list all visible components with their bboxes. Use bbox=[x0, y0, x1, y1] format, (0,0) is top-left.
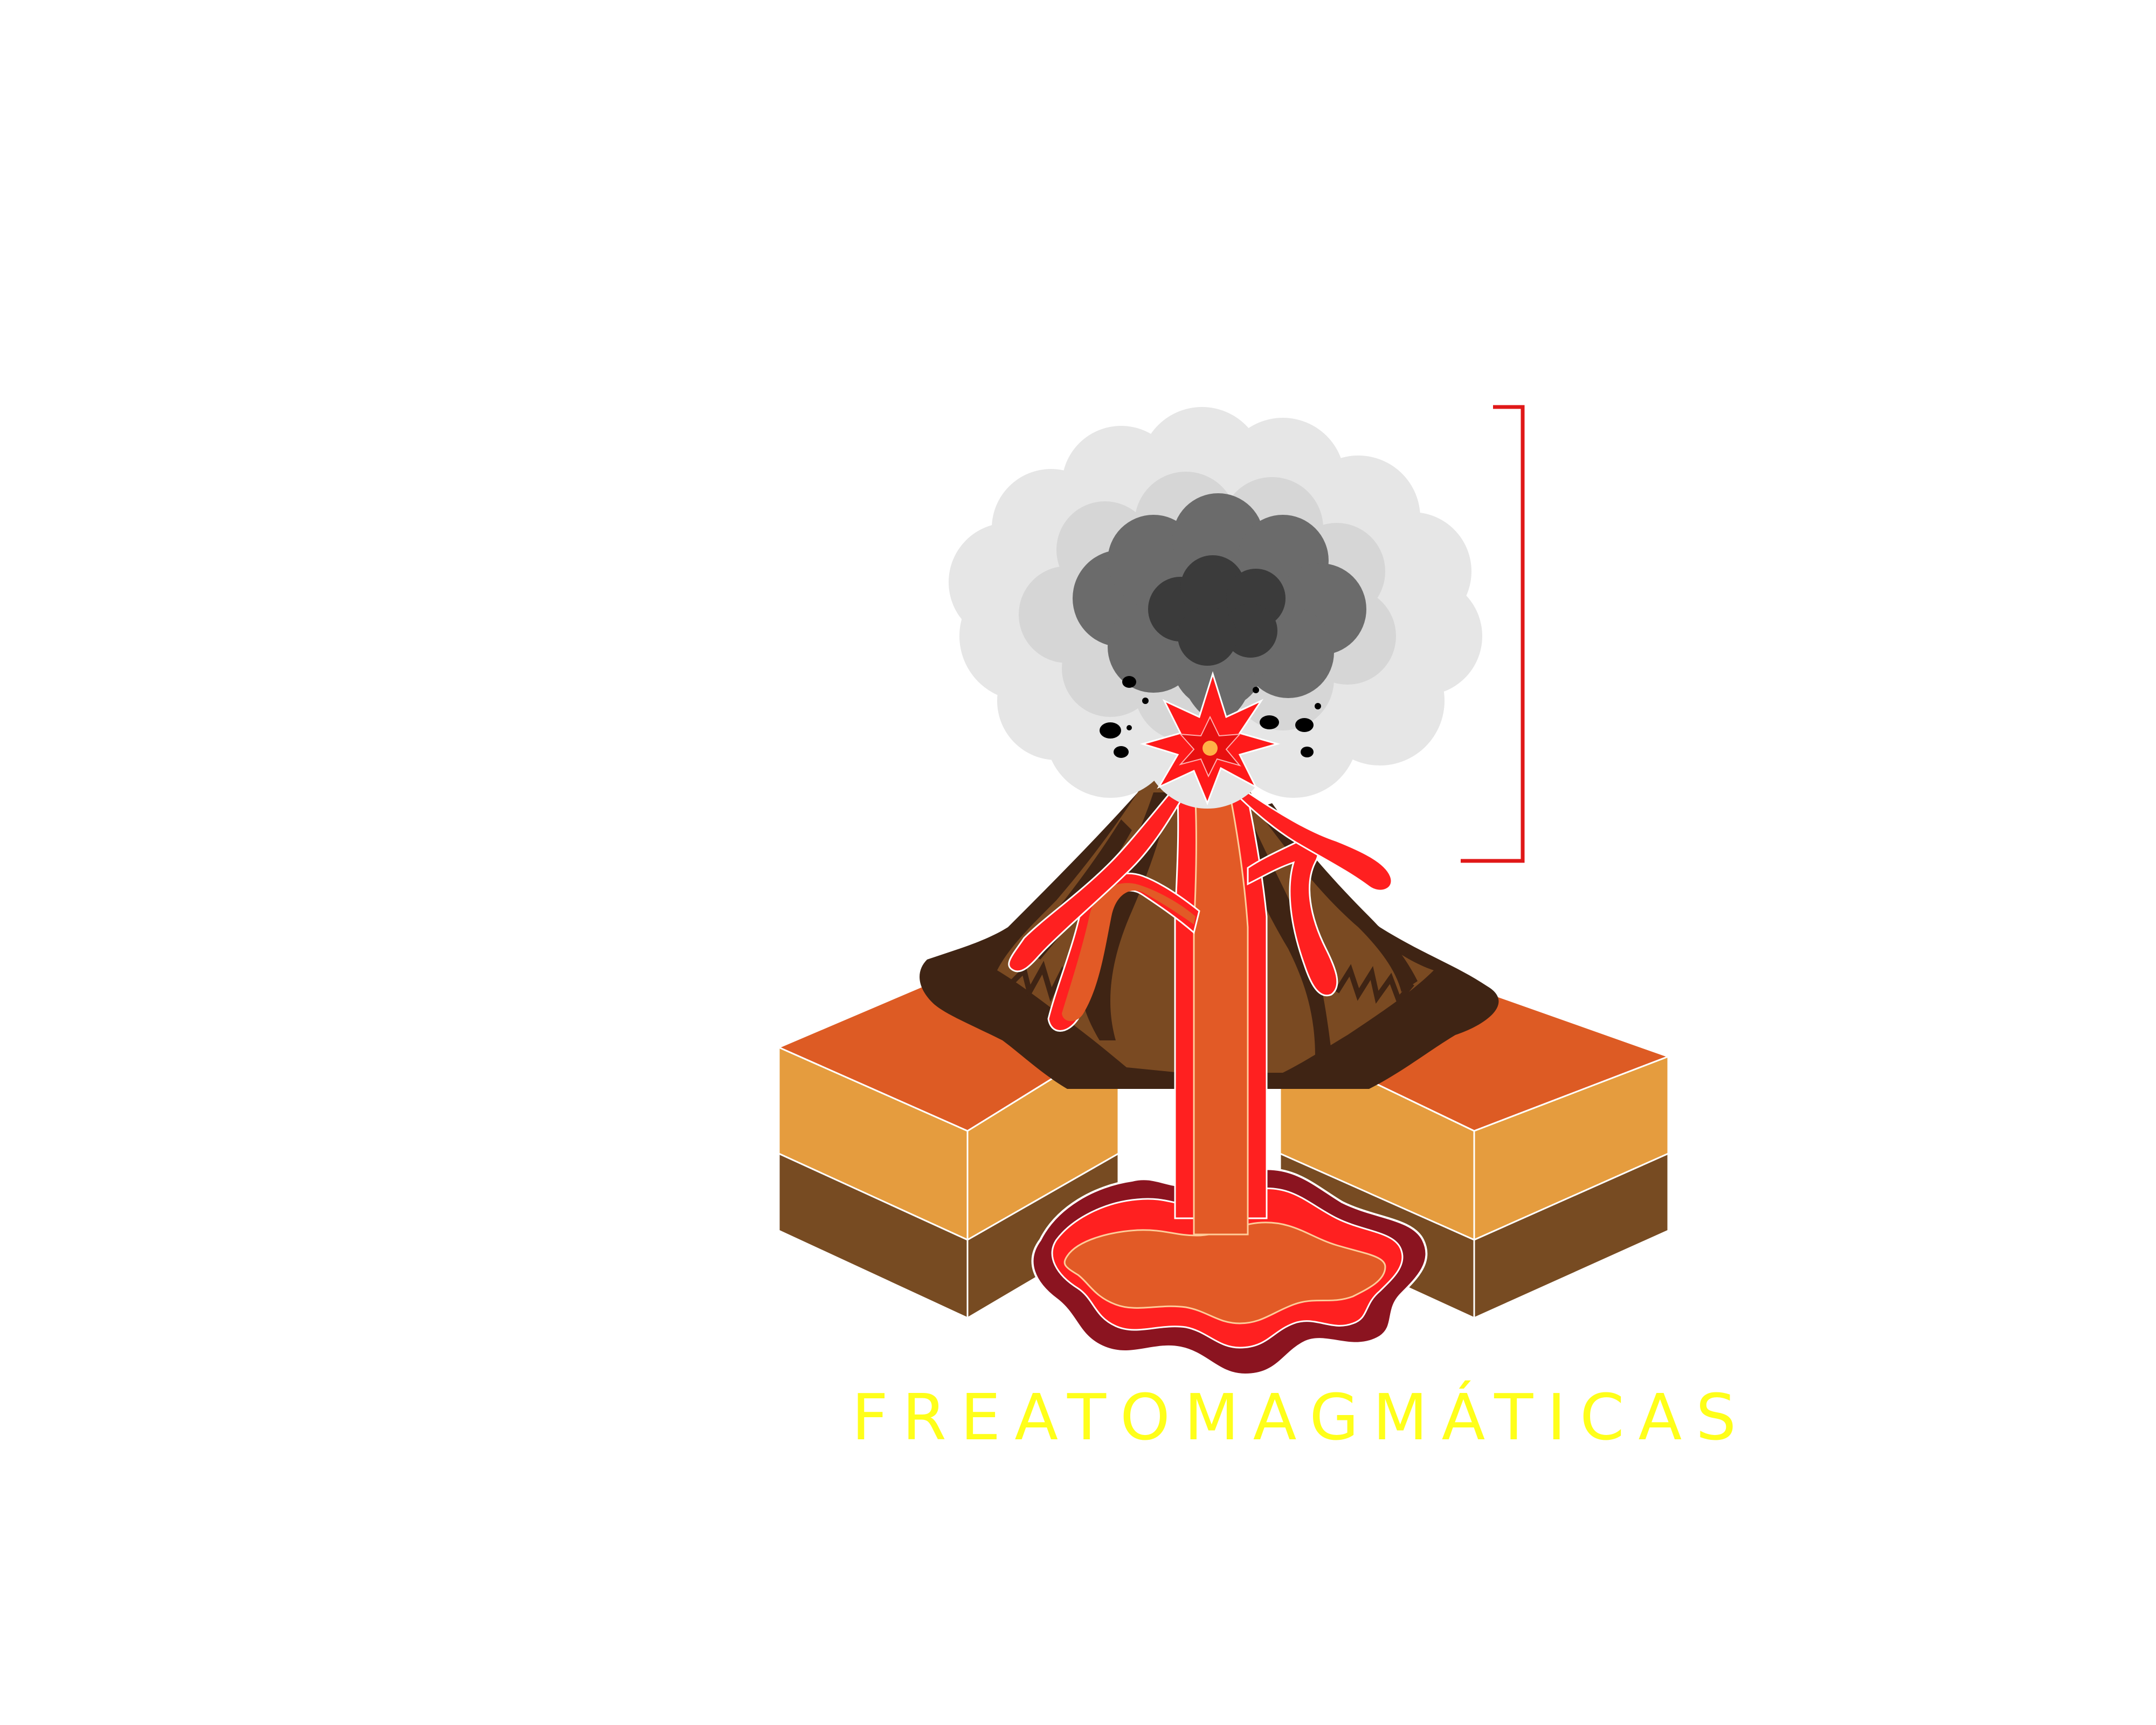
volcanic-bomb bbox=[1122, 676, 1136, 688]
lava-branches bbox=[1008, 786, 1393, 1032]
cone-ridge-1 bbox=[1079, 792, 1170, 1040]
magma-conduit bbox=[1174, 759, 1268, 1236]
volcanic-bomb bbox=[1100, 722, 1121, 739]
volcanic-bomb bbox=[1301, 747, 1314, 757]
lava-flow-far-left bbox=[1008, 786, 1187, 972]
ash-cloud-dark bbox=[1148, 555, 1286, 666]
volcanic-bomb bbox=[1260, 715, 1279, 729]
lava-branch-left-core bbox=[1062, 883, 1196, 1022]
volcanic-bomb bbox=[1142, 698, 1149, 704]
explosion-burst bbox=[1139, 671, 1281, 806]
diagram-caption: FREATOMAGMÁTICAS bbox=[852, 1380, 1751, 1454]
volcanic-bomb bbox=[1315, 703, 1321, 709]
volcanic-bomb bbox=[1295, 718, 1314, 732]
lava-flow-right bbox=[1233, 786, 1393, 892]
volcanic-bomb bbox=[1127, 725, 1132, 730]
conduit-core bbox=[1193, 775, 1249, 1236]
magma-chamber-core bbox=[1063, 1222, 1386, 1324]
explosion-core bbox=[1203, 741, 1218, 756]
volcanic-bomb bbox=[1253, 687, 1259, 693]
ground-layer-bottom-right bbox=[1473, 1152, 1669, 1320]
volcanic-bombs bbox=[1100, 676, 1321, 758]
magma-chamber bbox=[1031, 1168, 1428, 1376]
cone-fringe-right bbox=[1334, 964, 1414, 1005]
volcanic-bomb bbox=[1114, 746, 1129, 758]
eruption-height-bracket bbox=[1461, 405, 1525, 863]
